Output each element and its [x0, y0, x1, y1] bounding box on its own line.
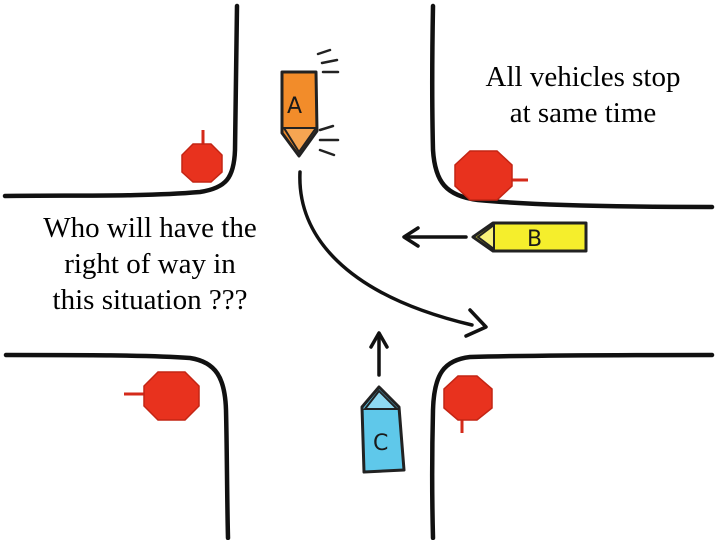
vehicle-c-nose [362, 389, 400, 410]
stop-sign-icon [181, 143, 223, 183]
stop-sign-icon [454, 150, 513, 201]
vehicle-a: A [280, 48, 340, 158]
motion-lines-icon [316, 48, 340, 157]
arrow-c-straight [369, 331, 389, 377]
vehicle-a-label: A [287, 94, 302, 119]
road-edge-bottom-right [430, 352, 715, 540]
stop-sign-icon [443, 375, 493, 421]
vehicle-b-label: B [527, 227, 542, 252]
arrow-a-left-turn [298, 170, 488, 338]
arrow-b-straight [402, 226, 468, 248]
stop-sign-top-left [181, 130, 223, 183]
stop-sign-bottom-right [443, 375, 493, 433]
stop-sign-icon [143, 371, 200, 421]
arrow-c-head [369, 331, 389, 349]
arrow-icon [298, 170, 474, 327]
caption-all-vehicles-stop: All vehicles stop at same time [485, 61, 681, 129]
road-edge-top-left [2, 3, 240, 199]
arrow-a-head [464, 308, 488, 338]
road-edges [2, 3, 715, 540]
vehicle-a-nose [282, 127, 318, 154]
stop-sign-bottom-left [124, 371, 200, 421]
direction-arrows [298, 170, 488, 377]
stop-sign-top-right [454, 150, 528, 201]
vehicle-b: B [471, 221, 588, 253]
road-edge-bottom-left [3, 352, 231, 540]
arrow-b-head [402, 226, 420, 248]
stop-signs [124, 130, 528, 433]
road-edge-top-right [430, 3, 715, 210]
vehicle-c-label: C [373, 431, 388, 456]
vehicle-b-nose [476, 223, 495, 251]
vehicle-b-body [471, 221, 588, 253]
vehicle-c: C [360, 385, 406, 474]
caption-right-of-way-question: Who will have the right of way in this s… [43, 212, 257, 316]
